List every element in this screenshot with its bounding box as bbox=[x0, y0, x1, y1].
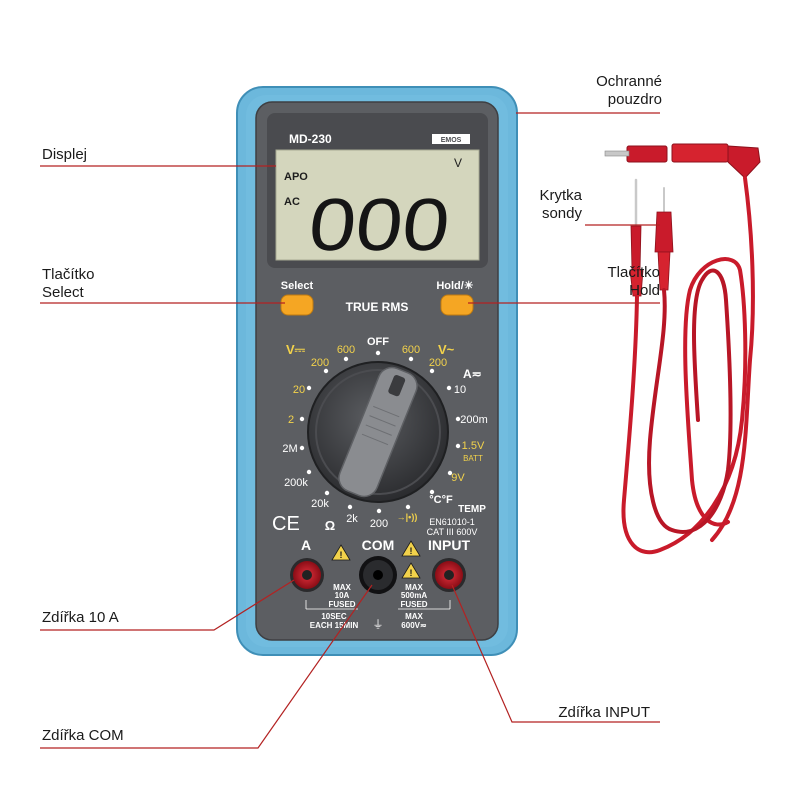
jack-input-max: MAX bbox=[405, 583, 423, 592]
callout-probe-cap: Krytka sondy bbox=[539, 187, 582, 223]
callout-lines bbox=[40, 112, 660, 749]
jack-input-label: INPUT bbox=[428, 537, 470, 553]
select-button-label: Select bbox=[281, 280, 314, 292]
jack-a-max: MAX bbox=[333, 583, 351, 592]
callout-case: Ochranné pouzdro bbox=[596, 73, 662, 109]
ce-mark: CE bbox=[272, 513, 300, 535]
callout-line: Tlačítko bbox=[42, 266, 95, 283]
lcd-screen bbox=[275, 149, 480, 261]
jack-a-note: 10SEC bbox=[321, 612, 347, 621]
probe bbox=[629, 178, 644, 297]
ground-icon: ⏚ bbox=[373, 618, 384, 631]
jack-input-volt: MAX bbox=[405, 612, 423, 621]
ohm-symbol: Ω bbox=[325, 518, 335, 533]
standard-line: EN61010-1 bbox=[429, 517, 475, 527]
warning-icon: ! bbox=[401, 540, 421, 557]
jack-a-note: EACH 15MIN bbox=[310, 621, 359, 630]
dial-range: 10 bbox=[454, 384, 466, 396]
multimeter: MD-230 EMOS V APO AC 000 Select Hold/☀ T… bbox=[236, 86, 518, 656]
leader-input bbox=[451, 584, 660, 723]
rotary-selector[interactable] bbox=[307, 361, 449, 503]
callout-line: Zdířka INPUT bbox=[558, 704, 650, 721]
probe bbox=[654, 187, 674, 291]
callout-jack-10a: Zdířka 10 A bbox=[42, 609, 119, 627]
dial-range: 600 bbox=[337, 344, 355, 356]
dial-range: 600 bbox=[402, 344, 420, 356]
dial-range: TEMP bbox=[458, 504, 486, 515]
warning-icon: ! bbox=[331, 544, 351, 561]
hold-button-label: Hold/☀ bbox=[436, 280, 473, 292]
lcd-ac: AC bbox=[284, 196, 300, 208]
probe-cable bbox=[647, 268, 733, 534]
select-button[interactable] bbox=[280, 294, 314, 316]
dial-range: 200 bbox=[370, 518, 388, 530]
leader-com bbox=[40, 584, 373, 749]
callout-line: Krytka bbox=[539, 187, 582, 204]
dial-range: BATT bbox=[463, 454, 483, 463]
callout-hold-button: Tlačítko Hold bbox=[607, 264, 660, 300]
true-rms-label: TRUE RMS bbox=[346, 300, 409, 314]
callout-jack-com: Zdířka COM bbox=[42, 727, 124, 745]
dial-off: OFF bbox=[367, 336, 389, 348]
jack-com[interactable] bbox=[359, 556, 397, 594]
dial-range: 20k bbox=[311, 498, 329, 510]
jack-input-max: FUSED bbox=[400, 600, 427, 609]
callout-line: Hold bbox=[629, 282, 660, 299]
dial-range: 2M bbox=[282, 443, 297, 455]
brand-logo: EMOS bbox=[441, 137, 462, 144]
jack-input[interactable] bbox=[432, 558, 466, 592]
jack-a-label: A bbox=[301, 537, 311, 553]
dial-range: 200 bbox=[429, 357, 447, 369]
jack-input-volt: 600V≂ bbox=[401, 621, 427, 630]
jack-com-label: COM bbox=[362, 537, 395, 553]
dial-range: °C°F bbox=[429, 494, 453, 506]
probe-cable bbox=[621, 257, 748, 555]
callout-line: Select bbox=[42, 284, 84, 301]
callout-jack-input: Zdířka INPUT bbox=[558, 704, 650, 722]
callout-display: Displej bbox=[42, 146, 87, 164]
lcd-apo: APO bbox=[284, 171, 308, 183]
callout-line: Displej bbox=[42, 146, 88, 163]
lcd-unit: V bbox=[454, 156, 462, 170]
callout-line: pouzdro bbox=[607, 91, 662, 108]
dial-range: 2 bbox=[288, 414, 294, 426]
svg-text:!: ! bbox=[410, 568, 413, 578]
jack-a-max: 10A bbox=[335, 591, 350, 600]
dial-range: 200m bbox=[460, 414, 488, 426]
dial-range: 2k bbox=[346, 513, 358, 525]
jack-10a[interactable] bbox=[290, 558, 324, 592]
dial-range: 200k bbox=[284, 477, 308, 489]
warning-icon: ! bbox=[401, 562, 421, 579]
dial-range: 200 bbox=[311, 357, 329, 369]
hold-button[interactable] bbox=[440, 294, 474, 316]
callout-line: Ochranné bbox=[596, 73, 662, 90]
standard-line: CAT III 600V bbox=[427, 527, 478, 537]
callout-line: Zdířka 10 A bbox=[42, 609, 119, 626]
diode-buzzer-symbol: →|•)) bbox=[397, 512, 418, 522]
dial-acv-label: V~ bbox=[438, 342, 455, 357]
test-leads bbox=[604, 143, 761, 555]
svg-text:!: ! bbox=[340, 550, 343, 560]
jack-a-max: FUSED bbox=[328, 600, 355, 609]
callout-line: Zdířka COM bbox=[42, 727, 124, 744]
probe-cap-top bbox=[604, 143, 761, 179]
dial-dots bbox=[299, 350, 461, 514]
dial-range: 20 bbox=[293, 384, 305, 396]
dial-dcv-label: V⎓ bbox=[286, 342, 306, 357]
leader-10a bbox=[40, 579, 295, 631]
jack-input-max: 500mA bbox=[401, 591, 427, 600]
callout-line: Tlačítko bbox=[607, 264, 660, 281]
callout-select-button: Tlačítko Select bbox=[42, 266, 95, 302]
dial-acamp-label: A≂ bbox=[463, 367, 482, 381]
lcd-digits: 000 bbox=[305, 183, 454, 266]
model-label: MD-230 bbox=[289, 132, 332, 146]
callout-line: sondy bbox=[541, 205, 582, 222]
dial-range: 1.5V bbox=[462, 440, 485, 452]
probe-cable bbox=[710, 176, 755, 542]
svg-text:!: ! bbox=[410, 546, 413, 556]
dial-range: 9V bbox=[451, 472, 465, 484]
